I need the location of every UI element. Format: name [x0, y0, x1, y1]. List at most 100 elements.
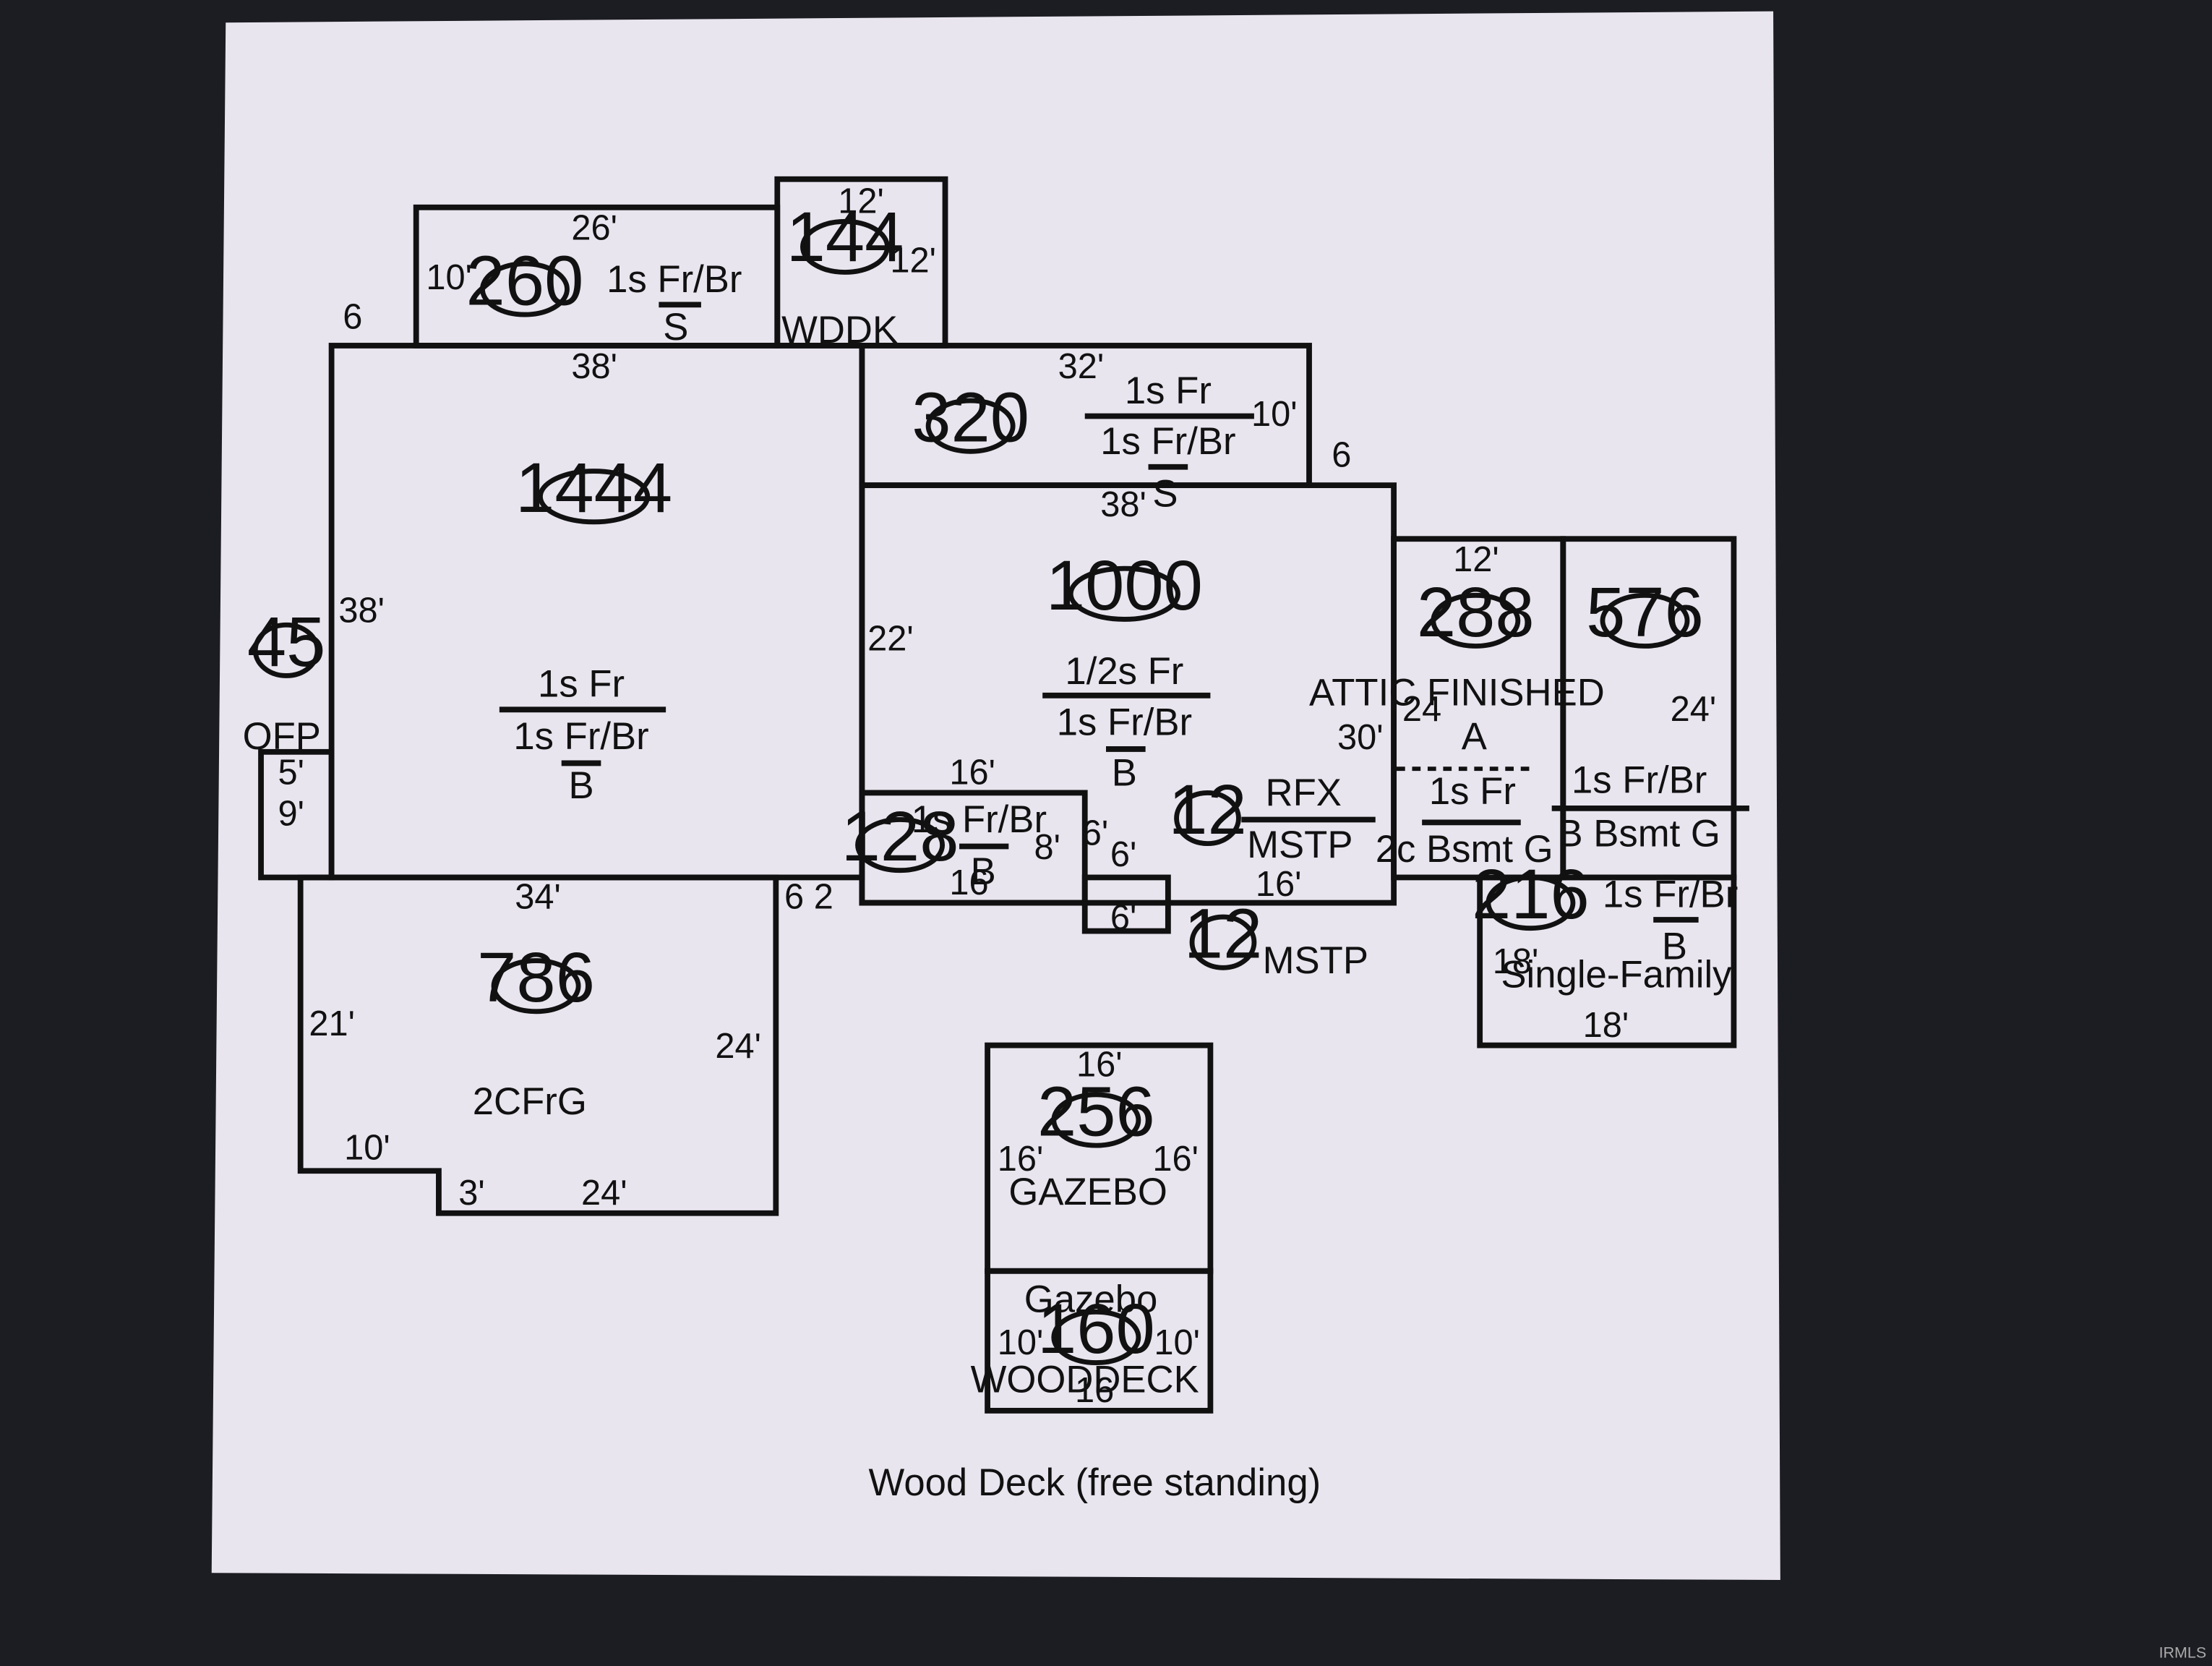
label-260-frbr: 1s Fr/Br — [606, 258, 742, 301]
dim-30: 30' — [1337, 718, 1384, 757]
label-576-frbr: 1s Fr/Br — [1572, 759, 1707, 801]
area-128: 128 — [841, 797, 959, 876]
dim-38c: 38' — [1100, 485, 1146, 524]
dim-38b: 38' — [338, 591, 385, 630]
label-gazebo-upper: GAZEBO — [1008, 1171, 1167, 1213]
dim-10d: 10' — [998, 1323, 1044, 1362]
dim-38a: 38' — [571, 347, 617, 386]
dim-6b: 6 — [1332, 436, 1351, 475]
dim-6d: 6' — [1110, 835, 1136, 874]
area-oval-786 — [491, 958, 581, 1014]
dim-21: 21' — [309, 1004, 355, 1043]
dim-10c: 10' — [344, 1129, 390, 1168]
label-128-b: B — [971, 850, 996, 893]
area-1444: 1444 — [515, 448, 672, 527]
garage-outline — [297, 874, 779, 1216]
dim-10a: 10' — [426, 258, 472, 297]
dim-24c: 24' — [715, 1027, 761, 1066]
label-1000-lower: 1s Fr/Br — [1057, 701, 1192, 743]
label-rfx: RFX — [1266, 772, 1342, 814]
label-wooddeck: WOODDECK — [971, 1359, 1199, 1401]
label-bsmt-right: B Bsmt G — [1557, 813, 1720, 855]
dim-10e: 10' — [1154, 1323, 1200, 1362]
label-attic-a: A — [1462, 715, 1488, 758]
label-main-upper: 1s Fr — [538, 663, 625, 706]
dim-16e: 16' — [998, 1140, 1044, 1179]
dim-12c: 12' — [1453, 540, 1499, 579]
area-oval-128 — [855, 817, 946, 873]
area-oval-45 — [252, 622, 320, 678]
dim-12b: 12' — [890, 242, 936, 281]
label-wddk: WDDK — [781, 309, 898, 351]
label-216-frbr: 1s Fr/Br — [1603, 873, 1738, 915]
area-320: 320 — [912, 378, 1029, 457]
dim-26: 26' — [571, 209, 617, 248]
area-ovals — [252, 218, 1690, 1365]
label-dividers — [499, 302, 1749, 923]
dim-6c: 6' — [1082, 814, 1108, 853]
label-mstp-lower: MSTP — [1263, 939, 1368, 982]
label-260-s: S — [663, 306, 688, 349]
area-260: 260 — [466, 241, 584, 320]
sketch-caption: Wood Deck (free standing) — [869, 1461, 1321, 1504]
label-main-lower: 1s Fr/Br — [513, 715, 648, 758]
dim-8: 8' — [1034, 828, 1060, 867]
area-12b: 12 — [1184, 894, 1263, 973]
area-786: 786 — [477, 938, 595, 1017]
area-oval-160 — [1051, 1309, 1141, 1365]
dim-6-2: 6 2 — [784, 877, 833, 916]
dim-12a: 12' — [838, 182, 884, 221]
area-oval-320 — [925, 398, 1016, 454]
dim-18a: 18' — [1493, 942, 1539, 981]
room-128-outline — [859, 790, 1088, 906]
dim-10b: 10' — [1251, 395, 1298, 434]
area-oval-216 — [1486, 875, 1576, 931]
area-oval-12b — [1189, 914, 1257, 970]
label-288-fr: 1s Fr — [1429, 770, 1516, 813]
area-oval-1444 — [538, 469, 651, 525]
dim-24b: 24' — [1671, 690, 1717, 729]
label-mstp: MSTP — [1247, 824, 1353, 866]
label-128-frbr: 1s Fr/Br — [912, 798, 1047, 841]
room-labels: 1s Fr/Br S WDDK 1s Fr 1s Fr/Br B OFP 1s … — [243, 258, 1739, 1401]
label-1000-b: B — [1112, 752, 1137, 795]
area-oval-576 — [1600, 592, 1690, 649]
dim-16g: 16 — [1075, 1371, 1114, 1410]
label-single-family: Single-Family — [1501, 954, 1732, 996]
room-outlines — [258, 176, 1737, 1414]
dim-24d: 24' — [581, 1174, 627, 1213]
area-216: 216 — [1472, 855, 1590, 934]
area-oval-12a — [1174, 790, 1241, 847]
dim-16a: 16' — [949, 753, 995, 793]
area-288: 288 — [1417, 573, 1535, 652]
dim-16c: 16' — [1256, 865, 1302, 904]
area-12a: 12 — [1168, 770, 1247, 849]
area-oval-260 — [480, 261, 570, 317]
room-216-outline — [1477, 874, 1737, 1048]
label-bsmt-left: 2c Bsmt G — [1376, 828, 1553, 871]
dimension-labels: 26' 10' 6 12' 12' 38' 38' 5' 9' 32' 10' … — [278, 182, 1716, 1411]
dim-16b: 16 — [949, 863, 988, 902]
dim-6a: 6 — [343, 298, 362, 337]
label-garage: 2CFrG — [473, 1080, 587, 1123]
dim-3: 3' — [458, 1174, 484, 1213]
label-ofp: OFP — [243, 715, 321, 758]
dim-5: 5' — [278, 753, 304, 793]
area-oval-288 — [1431, 592, 1521, 649]
dim-34: 34' — [515, 877, 561, 916]
label-1000-upper: 1/2s Fr — [1065, 650, 1183, 693]
dim-16f: 16' — [1152, 1140, 1199, 1179]
mstp-small-outline — [1081, 874, 1171, 934]
dim-18b: 18' — [1583, 1006, 1629, 1045]
dim-22: 22' — [867, 619, 914, 658]
dim-16d: 16' — [1076, 1046, 1123, 1085]
label-320-s: S — [1152, 472, 1178, 515]
label-320-lower: 1s Fr/Br — [1100, 420, 1235, 463]
area-oval-1000 — [1068, 565, 1180, 622]
area-numbers: 260 144 1444 320 1000 45 288 576 128 12 … — [247, 197, 1704, 1368]
watermark: IRMLS — [2159, 1644, 2207, 1661]
area-160: 160 — [1037, 1289, 1155, 1368]
area-576: 576 — [1586, 573, 1704, 652]
label-gazebo-lower: Gazebo — [1024, 1278, 1158, 1320]
